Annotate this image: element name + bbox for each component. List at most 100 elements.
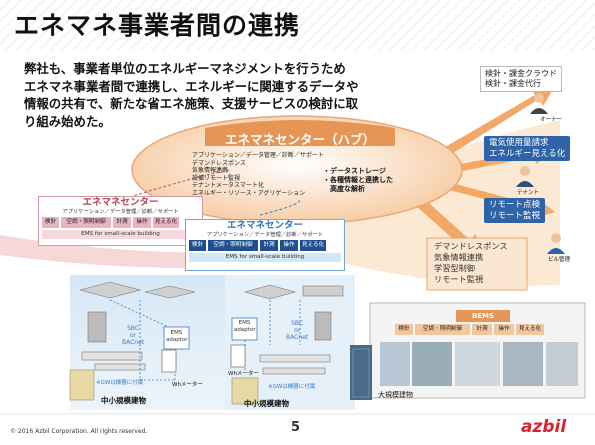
arrow-to-cloud: [440, 86, 555, 158]
center-left-chips: 検針 空調・照明制御 計測 操作 見える化: [42, 217, 199, 229]
chip-measure: 計測: [113, 217, 131, 228]
bems-photo-4: [503, 342, 543, 386]
link-line-left: [119, 169, 231, 201]
cloud-box: 検針・課金クラウド 検針・課金代行: [480, 66, 562, 92]
billing-box: 電気使用量請求 エネルギー見える化: [484, 136, 571, 161]
billing-line: 電気使用量請求: [489, 138, 549, 148]
header-background: [0, 0, 595, 50]
demand-item: デマンドレスポンス: [434, 241, 508, 251]
hub-service: 気象情報連携: [192, 167, 229, 175]
chip-visualize: 見える化: [516, 324, 544, 335]
adaptor-left-line: EMS: [170, 330, 183, 336]
intro-line: り組み始めた。: [24, 113, 111, 129]
remote-line: リモート監視: [489, 210, 541, 221]
meter-left-label: Whメーター: [172, 382, 203, 388]
chip-control: 空調・照明制御: [61, 217, 111, 228]
bems-photo-1: [380, 342, 410, 386]
bems-chips: 検針 空調・照明制御 計測 操作 見える化: [395, 324, 560, 336]
owner-label: オーナー: [540, 117, 563, 123]
demand-item: 学習型制御: [434, 263, 475, 273]
remote-line: リモート点検: [489, 200, 541, 210]
adaptor-mid-line: EMS: [238, 320, 251, 326]
hub-feature: ・データストレージ: [323, 167, 386, 175]
center-left-title: エネマネセンター: [82, 197, 159, 208]
demand-item: 気象情報連携: [434, 252, 484, 262]
center-left-subtitle: アプリケーション／データ管理／診断／サポート: [62, 209, 179, 215]
azbil-logo: azbil: [521, 417, 567, 437]
intro-line: 弊社も、事業者単位のエネルギーマネジメントを行うため: [24, 61, 346, 76]
hub-features: ・データストレージ ・各種情報と連携した 高度な解析: [323, 167, 393, 194]
demand-item: リモート監視: [434, 274, 484, 284]
large-building-icon: [350, 345, 372, 400]
center-left-panel: エネマネセンター アプリケーション／データ管理／診断／サポート 検針 空調・照明…: [38, 196, 203, 246]
hub-title: エネマネセンター（ハブ）: [225, 132, 376, 147]
bems-photo-3: [455, 342, 500, 386]
bems-photo-5: [546, 342, 578, 386]
demand-box: [426, 237, 528, 291]
building-left-label: 中小規模建物: [101, 396, 146, 405]
sbc-mid-line: or: [294, 327, 301, 334]
chip-operate: 操作: [494, 324, 514, 335]
ac-units-mid: [243, 284, 344, 375]
hub-service: アプリケーション／データ管理／診断／サポート: [192, 152, 324, 159]
chip-kenshin: 検針: [189, 240, 206, 251]
hub-service: テナントメータスマート化: [192, 182, 264, 190]
sbc-left-line: BACnet: [122, 339, 145, 346]
center-mid-ems: EMS for small-scale building: [189, 253, 341, 262]
hub-service: デマンドレスポンス: [192, 159, 246, 167]
tenant-person-icon: [514, 165, 536, 191]
small-building-left: [69, 369, 95, 401]
manager-person-icon: [545, 232, 567, 258]
sbc-mid: SBC or BACnet: [286, 320, 308, 341]
chip-operate: 操作: [133, 217, 151, 228]
center-mid-panel: エネマネセンター アプリケーション／データ管理／診断／サポート 検針 空調・照明…: [185, 219, 345, 271]
adaptor-left: EMS adaptor: [166, 330, 188, 344]
sbc-mid-line: SBC: [291, 320, 304, 327]
chip-control: 空調・照明制御: [208, 240, 258, 251]
chip-control: 空調・照明制御: [415, 324, 470, 335]
hub-feature: ・各種情報と連携した: [323, 176, 393, 184]
hub-title-bar: [205, 120, 395, 146]
intro-text: 弊社も、事業者単位のエネルギーマネジメントを行うため エネマネ事業者間で連携し、…: [24, 60, 409, 130]
hub-service: エネルギー・リソース・アグリゲーション: [192, 189, 306, 197]
hub-service: 設備リモート監視: [192, 174, 241, 182]
copyright: © 2016 Azbil Corporation. All rights res…: [10, 428, 148, 435]
link-line-mid: [259, 199, 301, 216]
center-mid-subtitle: アプリケーション／データ管理／診断／サポート: [206, 232, 324, 238]
sbc-left: SBC or BACnet: [122, 325, 144, 346]
bems-title: BEMS: [471, 312, 495, 320]
sbc-mid-line: BACnet: [286, 334, 309, 341]
chip-measure: 計測: [472, 324, 492, 335]
gw-mid-note: ※GWは機器に付属: [268, 384, 316, 390]
building-mid-label: 中小規模建物: [244, 399, 289, 408]
meter-mid-label: Whメーター: [228, 371, 259, 377]
bems-title-bar: [456, 310, 510, 322]
sbc-left-line: or: [130, 332, 137, 339]
intro-line: 情報の共有で、新たな省エネ施策、支援サービスの検討に取: [24, 96, 359, 111]
remote-box: リモート点検 リモート監視: [484, 198, 546, 223]
demand-list: デマンドレスポンス 気象情報連携 学習型制御 リモート監視: [434, 241, 508, 285]
ac-units-left: [78, 281, 196, 371]
chip-visualize: 見える化: [153, 217, 179, 228]
bems-building-label: 大規模建物: [378, 391, 413, 399]
page-title: エネマネ事業者間の連携: [14, 11, 301, 40]
hub-services: アプリケーション／データ管理／診断／サポート デマンドレスポンス 気象情報連携 …: [192, 152, 324, 198]
tenant-label: テナント: [517, 190, 540, 196]
chip-operate: 操作: [280, 240, 298, 251]
billing-line: エネルギー見える化: [489, 148, 566, 159]
ems-adaptor-box-left: [163, 326, 190, 350]
cloud-line: 検針・課金代行: [485, 79, 541, 88]
manager-label: ビル管理: [548, 257, 571, 263]
adaptor-mid: EMS adaptor: [234, 320, 256, 334]
small-building-mid: [231, 377, 259, 405]
ems-adaptor-box-mid: [231, 317, 258, 341]
mid-building-bg: [225, 275, 355, 410]
gw-left-note: ※GWは機器に付属: [96, 380, 144, 386]
center-mid-chips: 検針 空調・照明制御 計測 操作 見える化: [189, 240, 341, 252]
chip-measure: 計測: [260, 240, 278, 251]
left-building-bg: [70, 275, 225, 410]
page-number: 5: [291, 420, 301, 435]
bems-photo-2: [412, 342, 452, 386]
wh-meter-mid: [230, 344, 246, 368]
